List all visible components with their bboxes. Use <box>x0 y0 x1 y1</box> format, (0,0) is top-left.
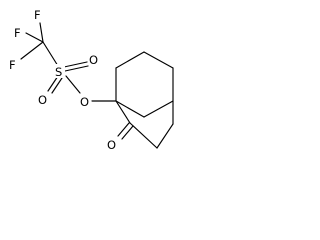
bond-s-o-ester <box>65 75 81 94</box>
bond-c1-c8 <box>115 100 131 124</box>
molecule-structure: F F F S O O O O <box>9 8 174 152</box>
bond-c2-c3 <box>115 51 145 69</box>
bond-c8-c7 <box>129 122 158 149</box>
bond-c-o-ketone-1 <box>117 122 130 137</box>
bond-c-f-top <box>39 22 44 43</box>
bicyclic-ring <box>115 51 174 149</box>
atom-sulfur: S <box>55 65 62 79</box>
bond-c-f-upper-left <box>25 32 44 43</box>
bond-c-o-ketone-2 <box>121 125 134 140</box>
bond-s-o-bottom-1 <box>47 75 59 92</box>
atom-o-ester: O <box>80 95 89 109</box>
bond-c-f-left <box>20 41 44 60</box>
bond-c9-c1 <box>115 100 145 118</box>
atom-f-top: F <box>34 8 41 22</box>
bond-c7-c6 <box>156 123 174 149</box>
bond-s-o-top-2 <box>64 65 89 72</box>
bond-c-s <box>42 41 59 67</box>
ketone-group <box>117 122 134 140</box>
sulfonyl-group <box>47 61 89 94</box>
bond-s-o-top-1 <box>63 61 88 68</box>
atom-f-left: F <box>9 58 16 72</box>
atom-o-sulfonyl-bottom: O <box>38 93 47 107</box>
bond-s-o-bottom-2 <box>51 77 63 94</box>
atom-labels: F F F S O O O O <box>9 8 118 152</box>
atom-o-sulfonyl-top: O <box>89 53 98 67</box>
bond-c5-c9 <box>143 100 174 118</box>
atom-f-upper-left: F <box>14 26 21 40</box>
bond-c3-c4 <box>143 51 174 69</box>
trifluoromethyl-group <box>20 22 59 67</box>
atom-o-ketone: O <box>107 138 116 152</box>
